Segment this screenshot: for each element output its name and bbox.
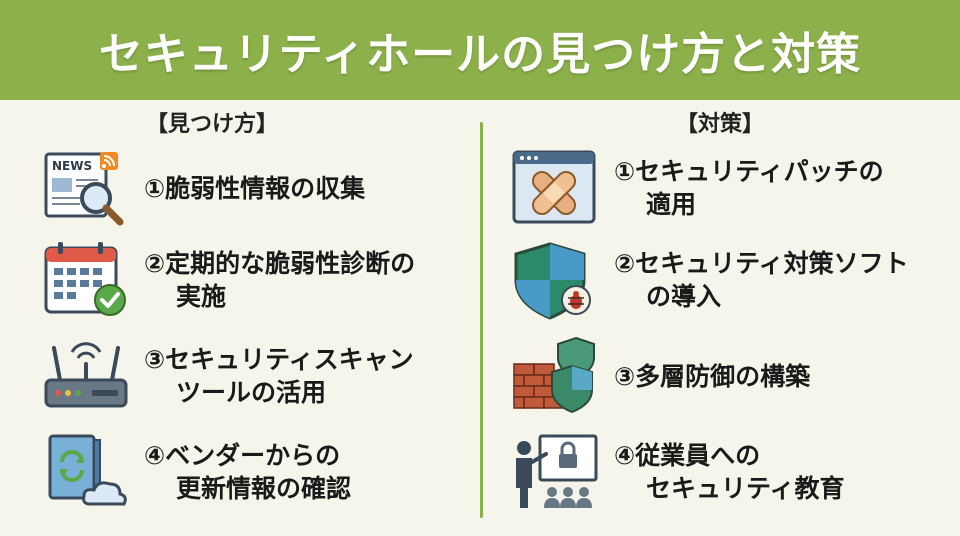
right-item-3: ③多層防御の構築 [510, 336, 810, 416]
left-item-2-line2: 実施 [176, 282, 227, 311]
left-item-1: NEWS ①脆弱性情報の収集 [40, 148, 365, 228]
left-item-3-line2: ツールの活用 [176, 378, 327, 407]
column-divider [480, 122, 483, 518]
right-column-heading: 【対策】 [676, 112, 765, 137]
right-item-4-line1: ④従業員への [614, 441, 761, 470]
right-item-1-line1: ①セキュリティパッチの [614, 157, 884, 186]
left-item-2-line1: ②定期的な脆弱性診断の [144, 249, 416, 278]
title-banner: セキュリティホールの見つけ方と対策 [0, 0, 960, 100]
news-label: NEWS [52, 159, 92, 173]
software-update-icon [48, 434, 127, 506]
right-item-2: ②セキュリティ対策ソフト の導入 [510, 240, 909, 320]
training-presentation-icon [516, 434, 598, 508]
left-item-1-line1: ①脆弱性情報の収集 [144, 173, 366, 203]
calendar-check-icon [44, 242, 126, 316]
left-column-heading: 【見つけ方】 [146, 112, 279, 137]
right-item-1-line2: 適用 [646, 190, 697, 219]
router-icon [44, 342, 128, 408]
shield-bug-icon [514, 242, 591, 320]
left-item-4-line2: 更新情報の確認 [176, 474, 352, 503]
page-title: セキュリティホールの見つけ方と対策 [98, 29, 862, 80]
right-item-4-line2: セキュリティ教育 [646, 474, 845, 503]
patch-window-icon [512, 150, 596, 224]
right-item-2-line2: の導入 [646, 282, 722, 311]
right-item-4: ④従業員への セキュリティ教育 [510, 432, 845, 512]
firewall-shield-icon [513, 336, 595, 414]
left-item-4: ④ベンダーからの 更新情報の確認 [40, 432, 351, 512]
right-item-3-line1: ③多層防御の構築 [614, 361, 811, 391]
right-item-1: ①セキュリティパッチの 適用 [510, 148, 884, 228]
news-search-icon: NEWS [44, 152, 124, 226]
left-item-3: ③セキュリティスキャン ツールの活用 [40, 336, 414, 416]
left-item-4-line1: ④ベンダーからの [144, 441, 341, 470]
right-item-2-line1: ②セキュリティ対策ソフト [614, 249, 909, 278]
left-item-2: ②定期的な脆弱性診断の 実施 [40, 240, 415, 320]
left-item-3-line1: ③セキュリティスキャン [144, 345, 414, 374]
